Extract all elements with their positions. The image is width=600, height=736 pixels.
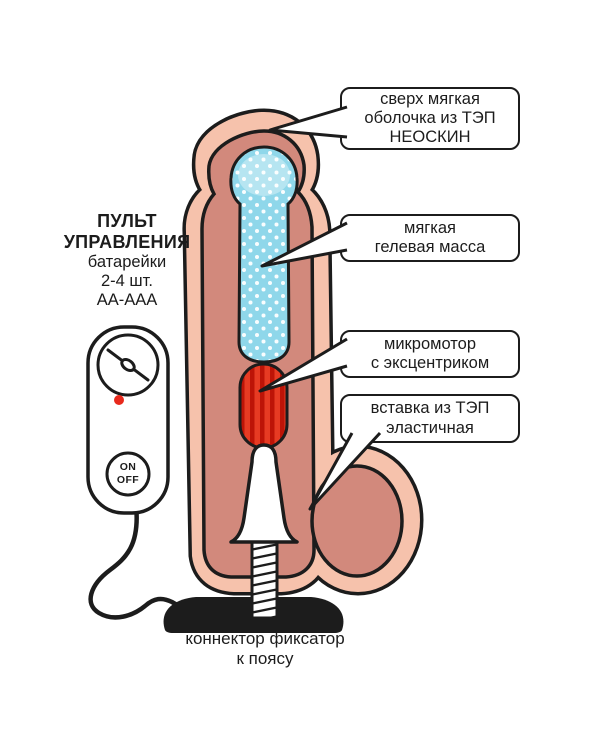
callout-line: оболочка из ТЭП	[364, 108, 496, 127]
callout-line: сверх мягкая	[380, 89, 480, 108]
callout-soft-shell: сверх мягкая оболочка из ТЭП НЕОСКИН	[340, 87, 520, 150]
label-line: ПУЛЬТ	[97, 211, 157, 231]
label-line: коннектор фиксатор	[185, 629, 345, 648]
on-label: ON	[119, 460, 137, 473]
callout-micromotor: микромотор с эксцентриком	[340, 330, 520, 378]
gel-highlight	[238, 154, 290, 196]
callout-line: эластичная	[386, 418, 474, 437]
callout-line: микромотор	[383, 334, 476, 353]
callout-elastic-insert: вставка из ТЭП эластичная	[340, 394, 520, 443]
remote-control	[86, 325, 170, 515]
label-line: УПРАВЛЕНИЯ	[63, 231, 191, 252]
threaded-screw	[250, 540, 279, 620]
remote-control-label: ПУЛЬТ УПРАВЛЕНИЯ батарейки 2-4 шт. АА-АА…	[32, 211, 222, 310]
label-line: батарейки	[87, 252, 167, 271]
power-led	[114, 395, 124, 405]
off-label: OFF	[116, 474, 140, 486]
callout-gel-mass: мягкая гелевая масса	[340, 214, 520, 262]
callout-line: с эксцентриком	[370, 354, 490, 372]
label-line: к поясу	[236, 649, 294, 669]
connector-fixator-label: коннектор фиксатор к поясу	[140, 629, 390, 670]
connector-cone	[229, 443, 299, 544]
inner-insert-bulge	[310, 464, 404, 578]
callout-line: мягкая	[404, 218, 456, 237]
label-line: АА-ААА	[96, 291, 158, 309]
on-off-button	[105, 451, 151, 497]
on-off-button-label: ON OFF	[106, 453, 150, 495]
callout-line: вставка из ТЭП	[370, 399, 490, 418]
dial-hub	[120, 357, 136, 373]
micromotor	[238, 362, 289, 450]
label-line: 2-4 шт.	[101, 271, 153, 290]
callout-line: гелевая масса	[374, 238, 486, 256]
power-cable	[88, 502, 187, 620]
callout-line: НЕОСКИН	[389, 128, 471, 147]
